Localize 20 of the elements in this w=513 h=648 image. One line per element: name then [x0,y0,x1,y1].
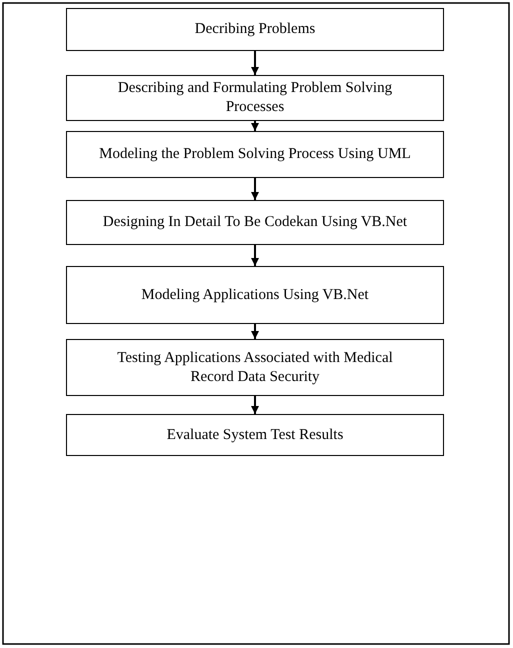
process-box [66,131,444,178]
process-box [66,8,444,51]
arrow [251,396,259,414]
step-text: Describing and Formulating Problem Solving Processes [116,79,394,117]
step-text: Testing Applications Associated with Medical Record Data Security [116,348,394,386]
process-box [66,339,444,396]
step-text: Designing In Detail To Be Codekan Using VB.Net [102,213,408,232]
process-box [66,75,444,121]
arrow [251,245,259,266]
process-box [66,414,444,456]
arrow [251,324,259,339]
step-text: Evaluate System Test Results [166,426,344,444]
process-box [66,200,444,245]
arrow [251,51,259,75]
step-text: Modeling the Problem Solving Process Using UML [99,145,411,164]
step-text: Decribing Problems [194,20,316,39]
arrow [251,178,259,200]
process-box [66,266,444,324]
arrow [251,121,259,131]
step-text: Modeling Applications Using VB.Net [141,286,369,304]
